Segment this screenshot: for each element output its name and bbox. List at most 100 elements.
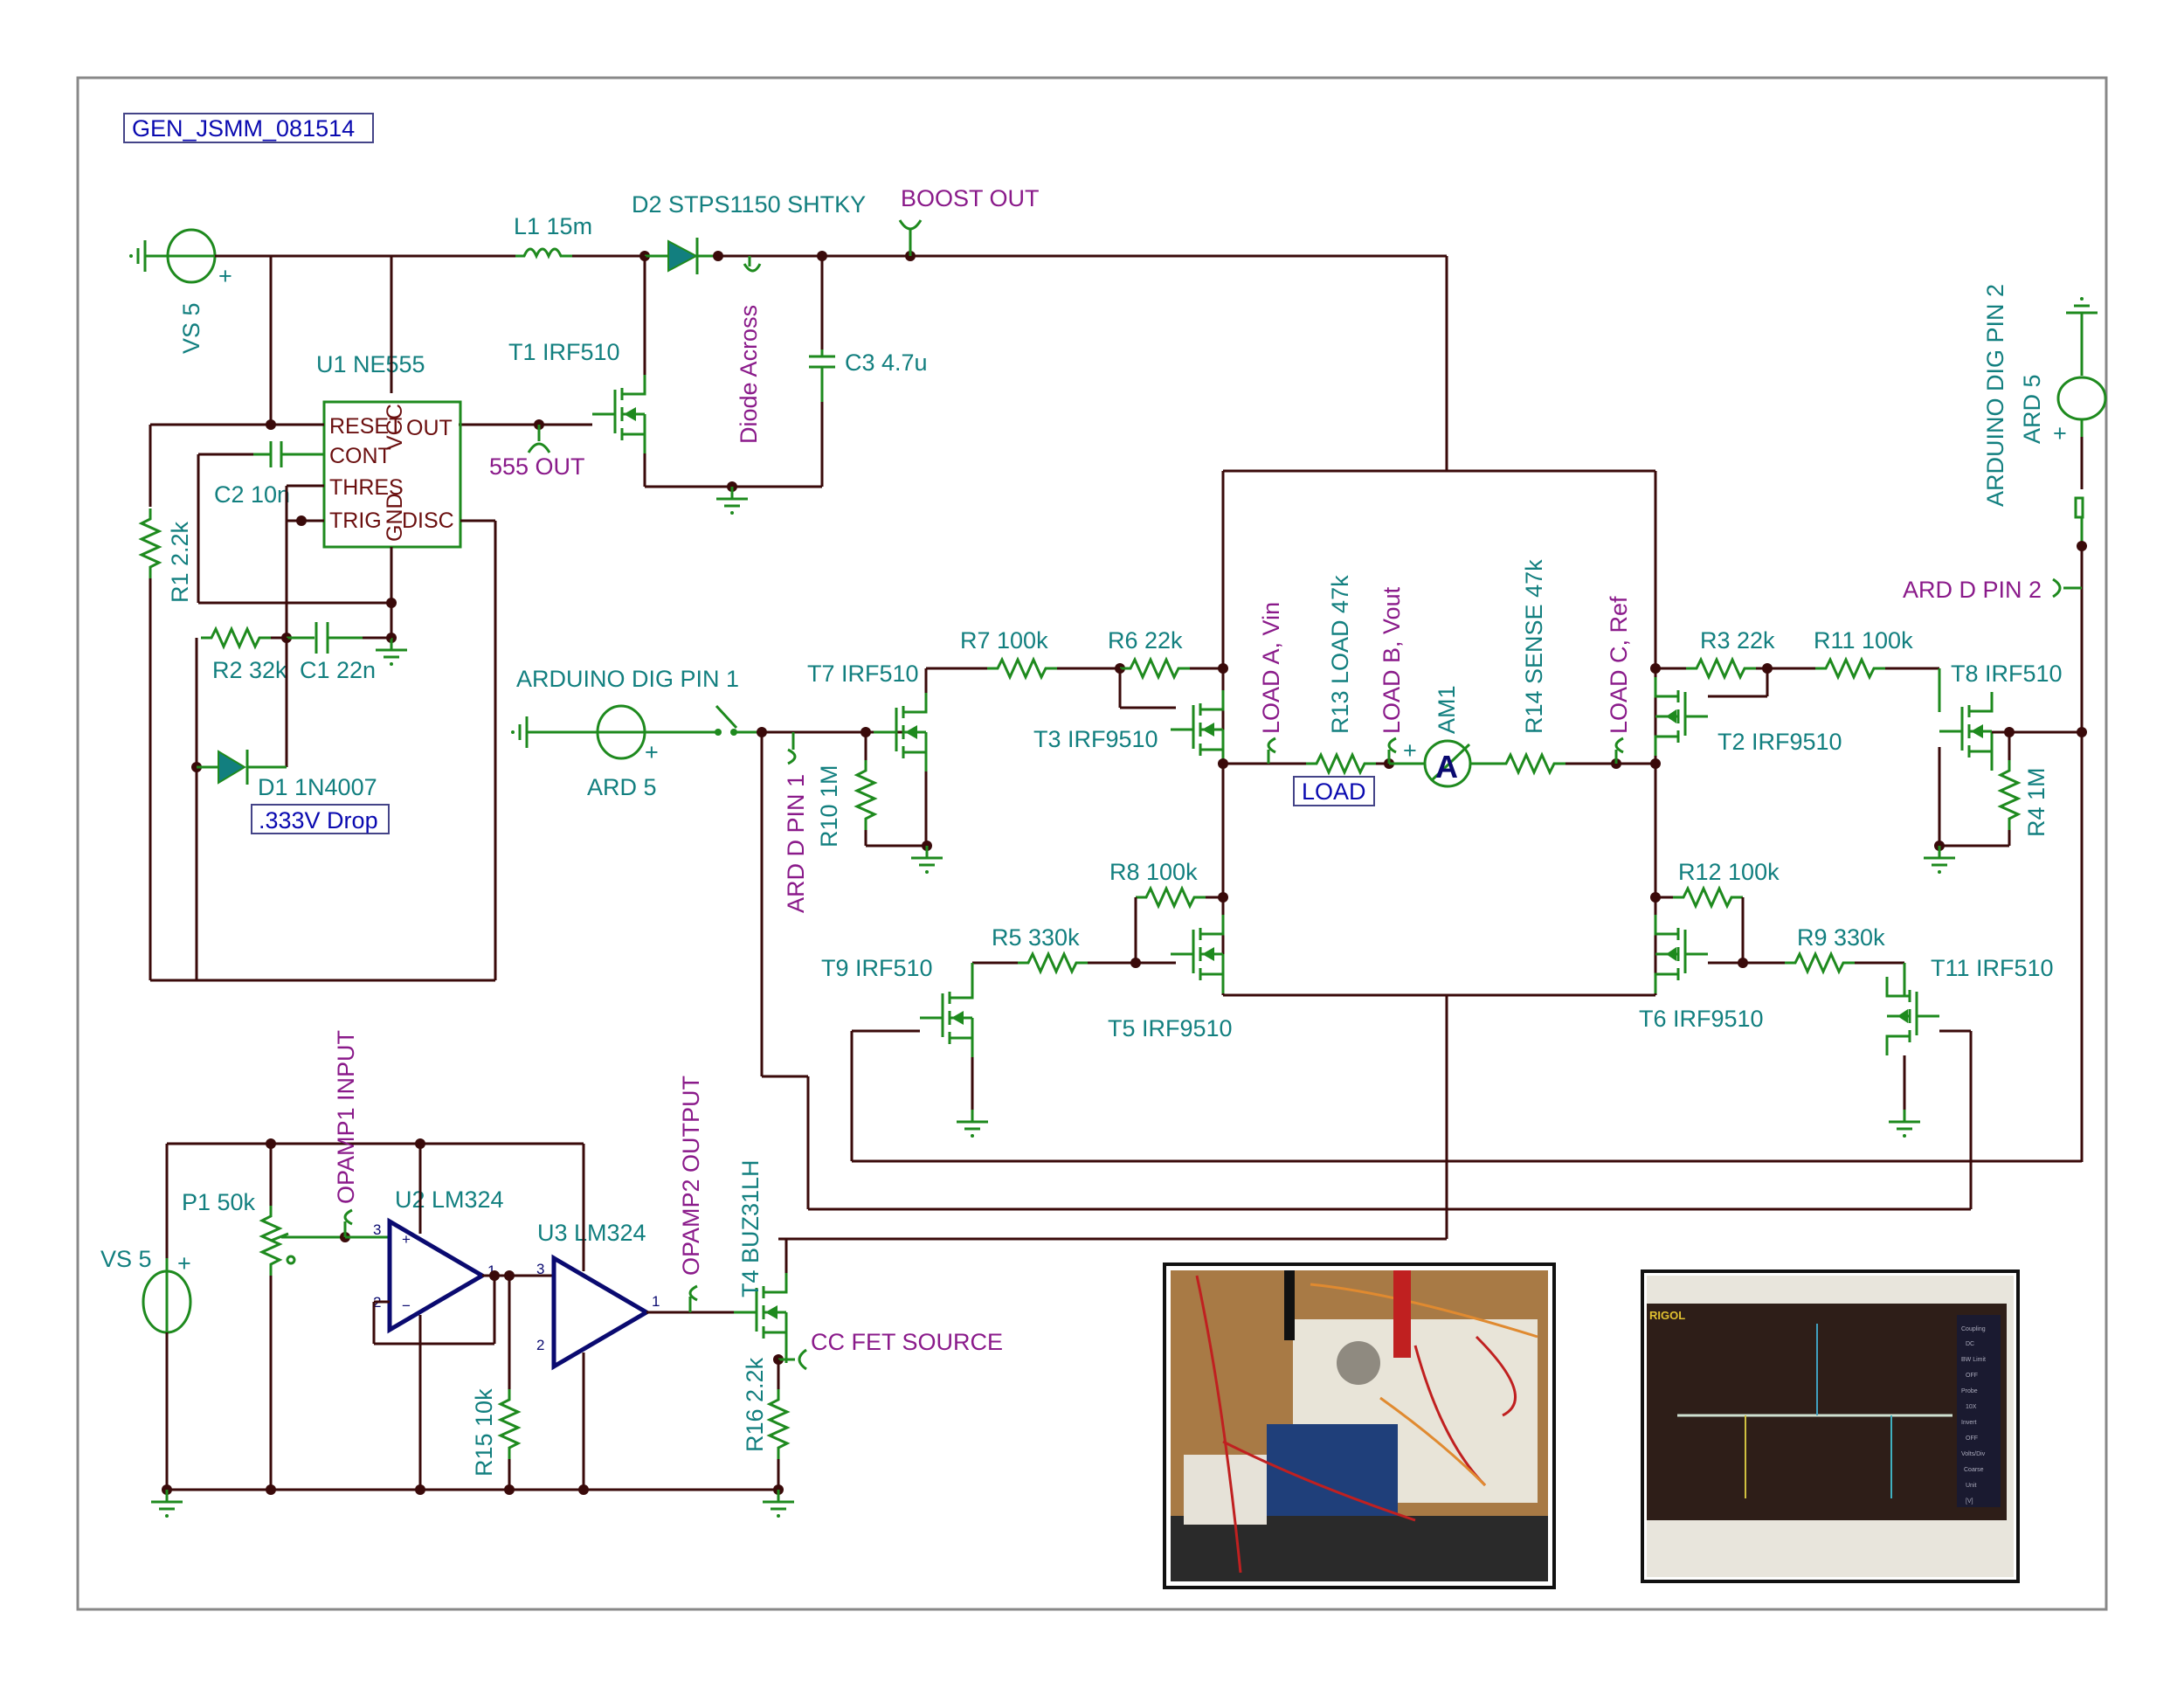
title-text: GEN_JSMM_081514 [132, 115, 355, 142]
c1-label: C1 22n [300, 657, 376, 683]
scope-menu-item: 10X [1966, 1404, 1977, 1410]
pin-thres: THRES [329, 475, 404, 500]
u3-pin3: 3 [536, 1261, 544, 1277]
r9-label: R9 330k [1797, 924, 1885, 951]
opamp-section: + VS 5 P1 50k OPAMP1 INPUT 3 2 + − 1 U2 … [100, 1030, 1003, 1519]
vs5-bottom-plus: + [177, 1250, 191, 1276]
t5-label: T5 IRF9510 [1108, 1015, 1233, 1041]
scope-menu-item: OFF [1966, 1435, 1978, 1442]
u2-pin3: 3 [373, 1221, 381, 1238]
ard-pin1-source-icon [596, 704, 646, 760]
r7-label: R7 100k [960, 627, 1048, 654]
ard5-left-label: ARD 5 [587, 774, 657, 800]
load-c-label: LOAD C, Ref [1606, 596, 1632, 734]
oscilloscope-photo: RIGOL Coupling DC BW Limit OFF Probe 10X… [1641, 1269, 2020, 1583]
r13-label: R13 LOAD 47k [1327, 575, 1353, 734]
ard-d-pin2-label: ARD D PIN 2 [1903, 577, 2042, 603]
scope-menu-item: BW Limit [1961, 1357, 1986, 1363]
ard-d-pin1-label: ARD D PIN 1 [783, 774, 809, 913]
u2-label: U2 LM324 [395, 1186, 504, 1213]
t6-label: T6 IRF9510 [1639, 1006, 1764, 1032]
r10-label: R10 1M [816, 764, 842, 847]
u2-plus: + [402, 1231, 411, 1248]
opamp2-output-label: OPAMP2 OUTPUT [678, 1076, 704, 1276]
r12-label: R12 100k [1678, 859, 1780, 885]
ard-pin2-source-icon [2056, 376, 2107, 421]
t11-label: T11 IRF510 [1931, 955, 2054, 981]
r11-label: R11 100k [1814, 627, 1913, 654]
inductor-l1-icon [515, 247, 572, 259]
pin-cont: CONT [329, 444, 391, 468]
u3-pin1: 1 [652, 1293, 660, 1310]
diode-across-probe-label: Diode Across [736, 305, 762, 444]
switch-contact-icon[interactable] [715, 729, 722, 736]
vs5-top-label: VS 5 [178, 302, 204, 354]
r2-label: R2 32k [212, 657, 287, 683]
ard-pin1-plus: + [645, 739, 659, 765]
am1-label: AM1 [1434, 685, 1460, 734]
scope-menu-item: OFF [1966, 1373, 1978, 1379]
u3-opamp-icon [551, 1254, 651, 1371]
scope-side-menu: Coupling DC BW Limit OFF Probe 10X Inver… [1961, 1326, 1986, 1505]
ard-pin1-title: ARDUINO DIG PIN 1 [516, 666, 739, 692]
ard5-right-label: ARD 5 [2019, 374, 2045, 444]
t4-label: T4 BUZ31LH [737, 1159, 764, 1297]
r8-label: R8 100k [1109, 859, 1198, 885]
r3-label: R3 22k [1700, 627, 1775, 654]
p1-label: P1 50k [182, 1189, 256, 1215]
t2-label: T2 IRF9510 [1717, 729, 1842, 755]
l1-label: L1 15m [514, 213, 592, 239]
ard-pin2-plus: + [2053, 420, 2067, 446]
cc-fet-source-label: CC FET SOURCE [811, 1329, 1003, 1355]
h-bridge-section: R7 100k R6 22k T3 IRF9510 LOAD A, Vin R1… [778, 256, 2107, 1241]
d1-label: D1 1N4007 [258, 774, 377, 800]
c3-label: C3 4.7u [845, 349, 928, 376]
pin-reset: RESET [329, 414, 402, 439]
ammeter-glyph: A [1435, 749, 1458, 785]
u2-opamp-icon [387, 1217, 487, 1334]
scope-menu-item: Invert [1961, 1420, 1977, 1426]
scope-menu-item: Unit [1966, 1483, 1977, 1489]
scope-menu-item: Coarse [1964, 1467, 1984, 1473]
ard-pin2-title: ARDUINO DIG PIN 2 [1982, 284, 2008, 507]
load-box-label: LOAD [1302, 778, 1366, 805]
t8-label: T8 IRF510 [1951, 661, 2063, 687]
ard-pin2-switch-icon[interactable] [2074, 496, 2084, 519]
r15-label: R15 10k [471, 1388, 497, 1477]
r4-label: R4 1M [2023, 767, 2049, 837]
ne555-section: U1 NE555 RESET OUT CONT THRES TRIG DISC … [140, 256, 497, 982]
t7-label: T7 IRF510 [807, 661, 919, 687]
scope-menu-item: [V] [1966, 1498, 1973, 1505]
u2-minus: − [402, 1297, 411, 1314]
pin-disc: DISC [402, 508, 454, 533]
r1-label: R1 2.2k [167, 521, 193, 603]
pin-vcc: VCC [383, 404, 407, 450]
boost-section: + VS 5 L1 15m D2 STPS1150 SHTKY Diode Ac… [128, 185, 1447, 516]
arduino-pin1-section: ARDUINO DIG PIN 1 + ARD 5 ARD D PIN 1 R1… [509, 661, 1973, 1211]
t1-label: T1 IRF510 [508, 339, 620, 365]
r6-label: R6 22k [1108, 627, 1183, 654]
am1-plus: + [1403, 737, 1417, 764]
boost-out-label: BOOST OUT [901, 185, 1040, 211]
scope-menu-item: DC [1966, 1341, 1974, 1347]
t9-label: T9 IRF510 [821, 955, 933, 981]
pin-out: OUT [406, 416, 453, 440]
diode-d1-icon [218, 750, 246, 785]
diode-d2-icon [667, 239, 699, 273]
switch-lever-icon[interactable] [715, 704, 738, 730]
opamp1-input-label: OPAMP1 INPUT [333, 1030, 359, 1204]
sheet-frame [76, 76, 2108, 1611]
load-b-label: LOAD B, Vout [1379, 586, 1405, 734]
u2-pin1: 1 [487, 1263, 495, 1279]
vs5-plus: + [218, 263, 232, 289]
r16-label: R16 2.2k [742, 1357, 768, 1452]
d1-note: .333V Drop [259, 807, 378, 834]
scope-menu-item: Probe [1961, 1388, 1978, 1394]
t3-label: T3 IRF9510 [1033, 726, 1158, 752]
u1-label: U1 NE555 [316, 351, 425, 377]
r14-label: R14 SENSE 47k [1521, 559, 1547, 734]
title-block: GEN_JSMM_081514 [123, 113, 374, 143]
scope-brand: RIGOL [1649, 1309, 1685, 1322]
load-a-label: LOAD A, Vin [1258, 602, 1284, 734]
pin-trig: TRIG [329, 508, 382, 533]
